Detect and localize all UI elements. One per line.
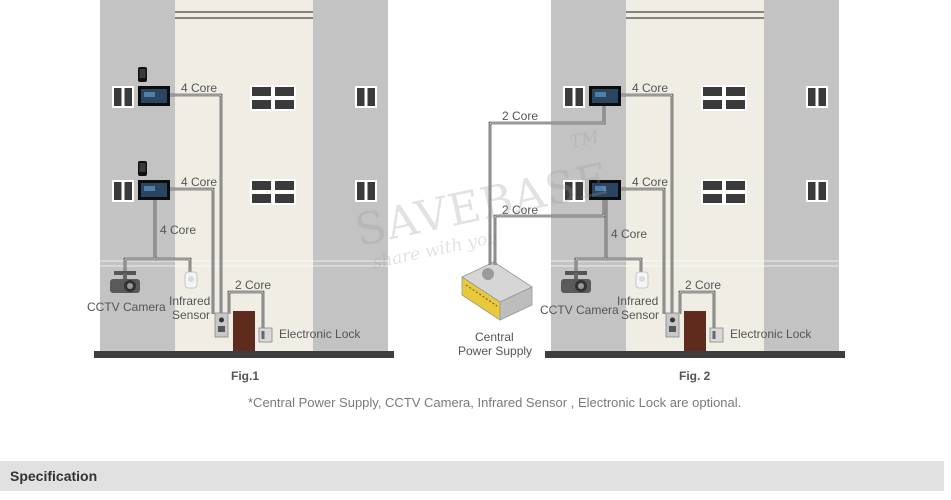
infrared-sensor-label: Infrared — [169, 294, 210, 308]
specification-title: Specification — [10, 468, 98, 484]
indoor-monitor-icon — [138, 180, 170, 200]
fig2-wires — [488, 93, 716, 328]
outdoor-station-icon — [665, 312, 680, 338]
wire-label: 4 Core — [181, 81, 217, 95]
fig1-wires — [123, 93, 265, 328]
outdoor-station-icon — [214, 312, 229, 338]
power-supply-label: Central — [475, 330, 514, 344]
indoor-monitor-icon — [138, 86, 170, 106]
wire-label: 2 Core — [235, 278, 271, 292]
cctv-camera-icon — [561, 271, 591, 293]
fig1-labels: 4 Core 4 Core 4 Core 2 Core CCTV Camera … — [87, 81, 361, 383]
central-power-supply-icon — [461, 261, 533, 321]
wire-label: 2 Core — [502, 203, 538, 217]
ground — [545, 351, 845, 358]
specification-header: Specification — [0, 461, 944, 491]
power-supply-label: Power Supply — [458, 344, 532, 358]
fig2-labels: 2 Core 2 Core 4 Core 4 Core 4 Core 2 Cor… — [458, 81, 812, 383]
wire-label: 4 Core — [611, 227, 647, 241]
electronic-lock-label: Electronic Lock — [279, 327, 361, 341]
electronic-lock-icon — [709, 327, 724, 343]
door — [684, 311, 706, 352]
wire-label: 4 Core — [160, 223, 196, 237]
handset-icon — [138, 161, 147, 176]
infrared-sensor-icon — [635, 271, 649, 289]
figure-caption: Fig. 2 — [679, 369, 711, 383]
infrared-sensor-icon — [184, 271, 198, 289]
infrared-sensor-label: Sensor — [172, 308, 210, 322]
ground — [94, 351, 394, 358]
infrared-sensor-label: Infrared — [617, 294, 658, 308]
cctv-camera-icon — [110, 271, 140, 293]
indoor-monitor-icon — [589, 86, 621, 106]
cctv-camera-label: CCTV Camera — [87, 300, 166, 314]
electronic-lock-label: Electronic Lock — [730, 327, 812, 341]
wire-label: 4 Core — [632, 81, 668, 95]
wire-label: 4 Core — [181, 175, 217, 189]
door — [233, 311, 255, 352]
cctv-camera-label: CCTV Camera — [540, 303, 619, 317]
electronic-lock-icon — [258, 327, 273, 343]
handset-icon — [138, 67, 147, 82]
infrared-sensor-label: Sensor — [621, 308, 659, 322]
fig1-building — [94, 0, 394, 358]
wire-label: 2 Core — [502, 109, 538, 123]
figure-caption: Fig.1 — [231, 369, 259, 383]
wire-label: 2 Core — [685, 278, 721, 292]
optional-footnote: *Central Power Supply, CCTV Camera, Infr… — [248, 395, 741, 410]
fig2-building — [545, 0, 845, 358]
wiring-diagram: 4 Core 4 Core 4 Core 2 Core CCTV Camera … — [87, 0, 845, 410]
wire-label: 4 Core — [632, 175, 668, 189]
